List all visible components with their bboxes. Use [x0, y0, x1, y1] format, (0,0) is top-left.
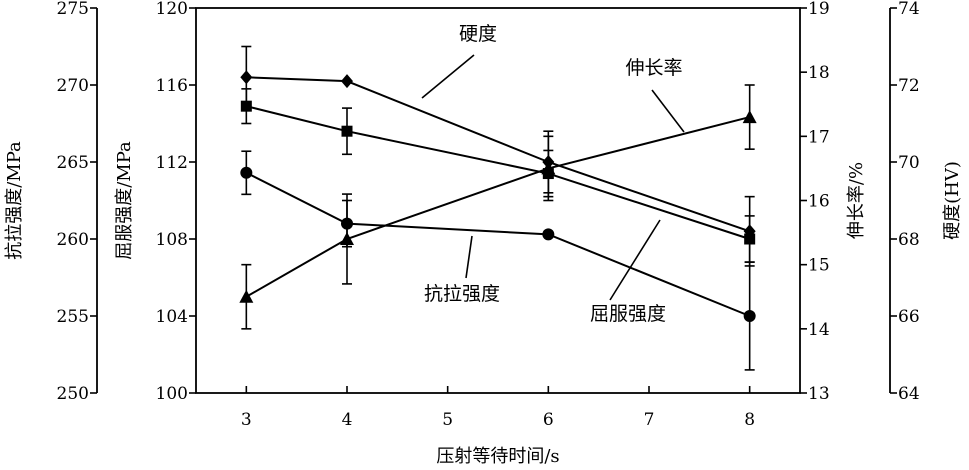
- annotation-leader: [609, 219, 661, 301]
- y-tick-label-tensile: 255: [57, 307, 89, 327]
- x-tick-label: 5: [442, 410, 453, 430]
- y-tick-label-yield: 120: [156, 0, 188, 19]
- series-annotation: 屈服强度: [590, 303, 666, 325]
- y-tick-label-elong: 14: [808, 320, 830, 340]
- data-point-circle: [743, 310, 756, 322]
- annotation-leader: [651, 89, 685, 133]
- data-point-square: [744, 233, 756, 245]
- y-tick-label-yield: 100: [156, 384, 188, 404]
- data-point-triangle: [541, 161, 556, 175]
- series-annotation: 抗拉强度: [424, 283, 500, 305]
- series-line-square: [246, 105, 750, 240]
- series-line-triangle: [245, 116, 750, 298]
- series-line-diamond: [246, 76, 750, 233]
- y-tick-label-elong: 15: [808, 256, 830, 276]
- data-point-diamond: [341, 74, 353, 89]
- y-tick-label-hard: 66: [898, 307, 920, 327]
- y-axis-label-yield: 屈服强度/MPa: [114, 141, 135, 260]
- y-tick-label-hard: 68: [898, 230, 920, 250]
- series-annotation: 伸长率: [625, 57, 682, 79]
- series-annotation: 硬度: [459, 23, 497, 45]
- y-tick-label-hard: 74: [898, 0, 920, 19]
- annotation-leader: [421, 54, 475, 99]
- y-tick-label-yield: 112: [156, 153, 188, 173]
- x-tick-label: 3: [241, 410, 252, 430]
- y-tick-label-tensile: 260: [57, 230, 89, 250]
- x-tick-label: 8: [744, 410, 755, 430]
- data-point-circle: [240, 166, 253, 179]
- y-tick-label-hard: 70: [898, 153, 920, 173]
- y-tick-label-yield: 116: [156, 76, 188, 96]
- y-tick-label-elong: 16: [808, 192, 830, 212]
- y-tick-label-tensile: 265: [57, 153, 89, 173]
- y-tick-label-tensile: 270: [57, 76, 89, 96]
- y-tick-label-hard: 72: [898, 76, 920, 96]
- annotation-leader: [465, 235, 473, 279]
- data-point-square: [341, 125, 353, 137]
- y-tick-label-elong: 17: [808, 127, 830, 147]
- y-axis-label-tensile: 抗拉强度/MPa: [4, 141, 25, 260]
- y-tick-label-elong: 13: [808, 384, 830, 404]
- data-point-triangle: [742, 110, 757, 124]
- data-point-diamond: [240, 70, 253, 85]
- y-tick-label-hard: 64: [898, 384, 920, 404]
- y-tick-label-elong: 18: [808, 63, 830, 83]
- data-point-square: [240, 100, 252, 112]
- y-tick-label-yield: 104: [156, 307, 188, 327]
- y-tick-label-elong: 19: [808, 0, 830, 19]
- x-tick-label: 7: [644, 410, 655, 430]
- data-point-circle: [542, 228, 555, 241]
- x-tick-label: 6: [543, 410, 554, 430]
- x-tick-label: 4: [342, 410, 353, 430]
- y-axis-label-hard: 硬度(HV): [942, 161, 963, 240]
- x-axis-label: 压射等待时间/s: [436, 446, 559, 467]
- series-line-circle: [245, 171, 751, 317]
- data-point-triangle: [340, 232, 354, 245]
- data-point-triangle: [239, 289, 254, 303]
- y-axis-label-elong: 伸长率/%: [846, 162, 867, 239]
- y-tick-label-yield: 108: [156, 230, 188, 250]
- y-tick-label-tensile: 250: [57, 384, 89, 404]
- y-tick-label-tensile: 275: [57, 0, 89, 19]
- plot-frame: [195, 7, 801, 394]
